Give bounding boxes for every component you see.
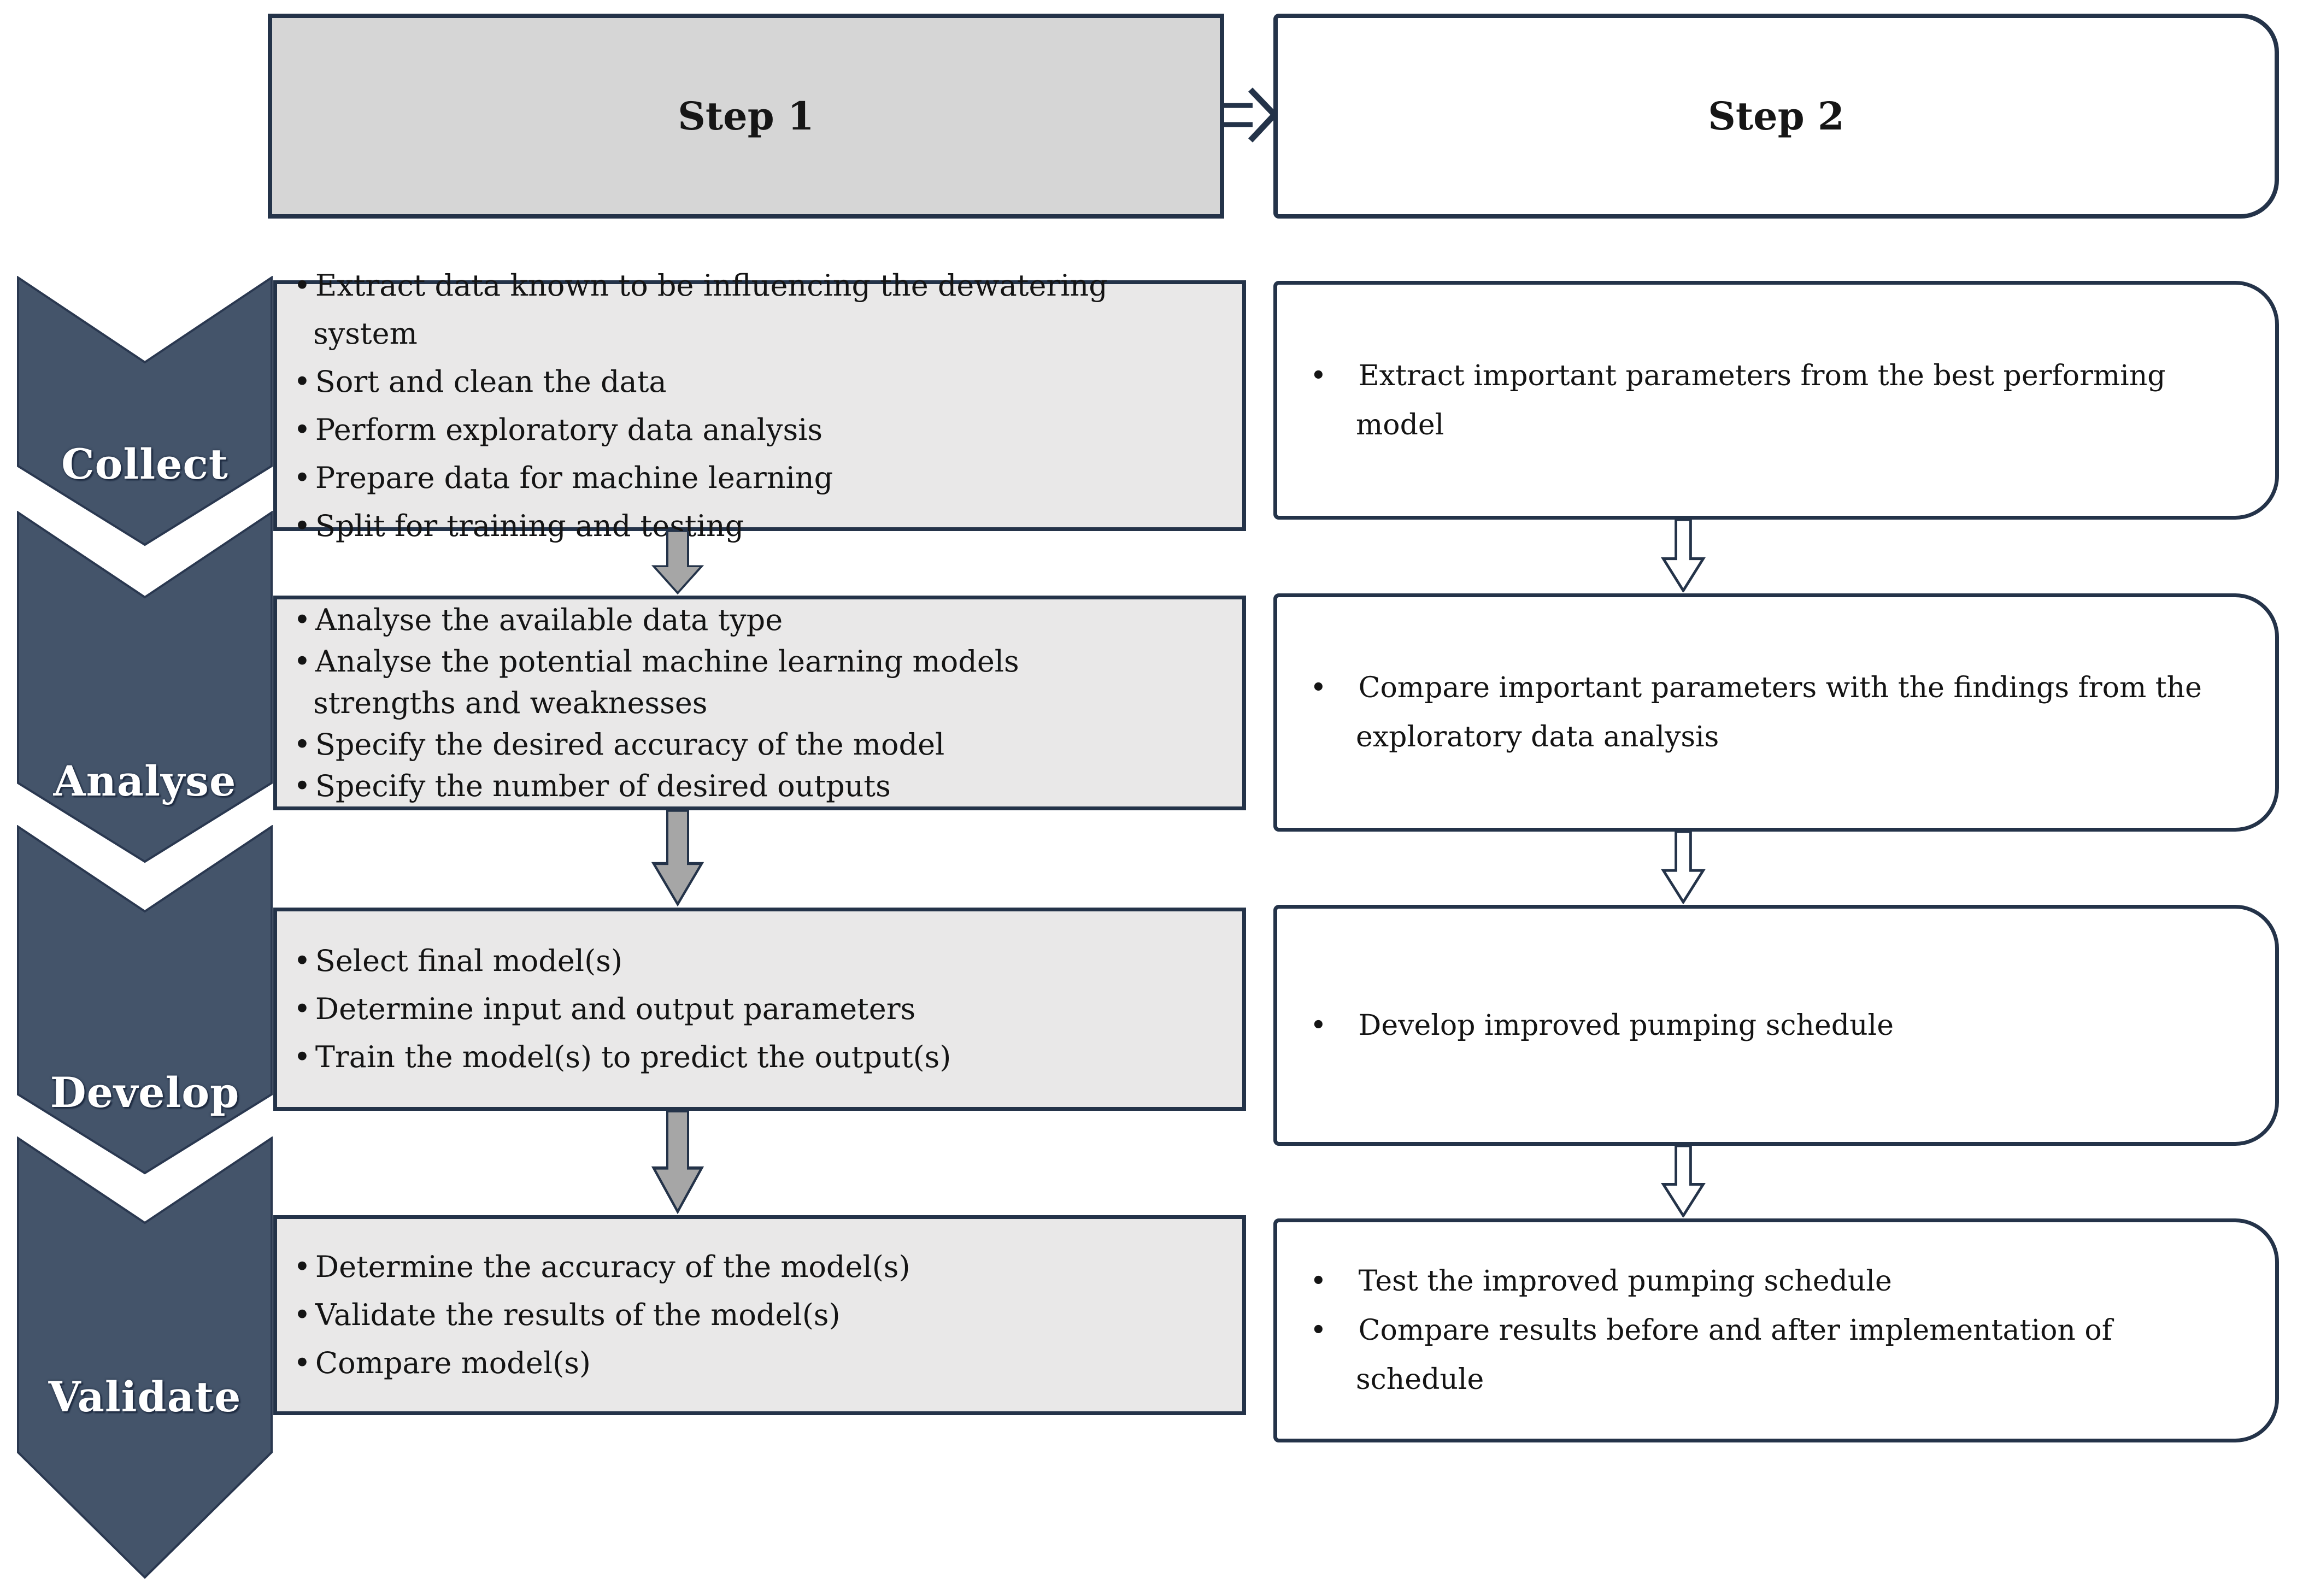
bullet-item: Select final model(s) [293, 937, 1220, 985]
step1-header-label: Step 1 [678, 93, 814, 139]
bullet-item: Compare model(s) [293, 1339, 1220, 1387]
phase-label-validate: Validate [48, 1373, 242, 1421]
chevron-validate [17, 1136, 273, 1579]
bullet-item: Sort and clean the data [293, 358, 1220, 406]
bullet-item: Analyse the potential machine learning m… [293, 641, 1166, 724]
bullet-item: Specify the number of desired outputs [293, 765, 1220, 807]
step1-validate-box: Determine the accuracy of the model(s) V… [273, 1215, 1246, 1415]
bullet-item: Analyse the available data type [293, 599, 1220, 641]
chevron-collect [17, 276, 273, 546]
step2-analyse-box: Compare important parameters with the fi… [1273, 593, 2279, 832]
chevron-develop [17, 825, 273, 1175]
bullet-item: Compare important parameters with the fi… [1310, 663, 2242, 762]
step2-header-box: Step 2 [1273, 14, 2279, 219]
bullet-item: Test the improved pumping schedule [1310, 1257, 2242, 1306]
step1-develop-box: Select final model(s) Determine input an… [273, 908, 1246, 1111]
step1-collect-list: Extract data known to be influencing the… [277, 262, 1242, 550]
step2-develop-box: Develop improved pumping schedule [1273, 905, 2279, 1146]
bullet-item: Extract data known to be influencing the… [293, 262, 1220, 358]
step2-validate-list: Test the improved pumping schedule Compa… [1277, 1257, 2275, 1404]
step1-collect-box: Extract data known to be influencing the… [273, 268, 1246, 543]
step1-header-box: Step 1 [268, 14, 1224, 219]
phase-label-collect: Collect [61, 440, 228, 488]
bullet-item: Compare results before and after impleme… [1310, 1306, 2242, 1404]
bullet-item: Determine the accuracy of the model(s) [293, 1243, 1220, 1291]
down-arrow-outline-icon [1661, 520, 1706, 592]
bullet-item: Perform exploratory data analysis [293, 406, 1220, 454]
down-arrow-icon [651, 1111, 704, 1214]
bullet-item: Prepare data for machine learning [293, 454, 1220, 502]
bullet-item: Develop improved pumping schedule [1310, 1001, 2242, 1050]
down-arrow-icon [651, 810, 704, 906]
down-arrow-outline-icon [1661, 832, 1706, 904]
step2-collect-box: Extract important parameters from the be… [1273, 281, 2279, 520]
down-arrow-outline-icon [1661, 1146, 1706, 1217]
right-arrow-icon [1223, 87, 1276, 143]
step1-analyse-box: Analyse the available data type Analyse … [273, 596, 1246, 810]
phase-label-analyse: Analyse [53, 757, 237, 805]
bullet-item: Train the model(s) to predict the output… [293, 1033, 1220, 1081]
step2-collect-list: Extract important parameters from the be… [1277, 351, 2275, 450]
step2-analyse-list: Compare important parameters with the fi… [1277, 663, 2275, 762]
bullet-item: Validate the results of the model(s) [293, 1291, 1220, 1339]
bullet-item: Extract important parameters from the be… [1310, 351, 2242, 450]
chevron-analyse [17, 511, 273, 863]
down-arrow-icon [651, 531, 704, 594]
step1-validate-list: Determine the accuracy of the model(s) V… [277, 1243, 1242, 1387]
step1-analyse-list: Analyse the available data type Analyse … [277, 599, 1242, 807]
step2-header-label: Step 2 [1708, 93, 1844, 139]
bullet-item: Split for training and testing [293, 502, 1220, 550]
bullet-item: Determine input and output parameters [293, 985, 1220, 1033]
step2-validate-box: Test the improved pumping schedule Compa… [1273, 1218, 2279, 1442]
step1-develop-list: Select final model(s) Determine input an… [277, 937, 1242, 1081]
phase-label-develop: Develop [50, 1068, 240, 1117]
bullet-item: Specify the desired accuracy of the mode… [293, 724, 1220, 765]
step2-develop-list: Develop improved pumping schedule [1277, 1001, 2275, 1050]
